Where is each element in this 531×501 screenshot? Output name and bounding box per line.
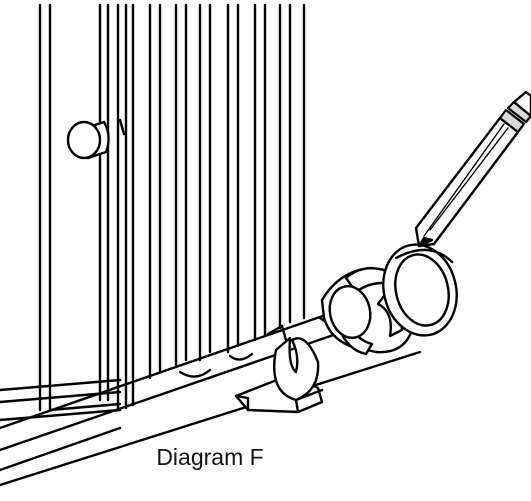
wall-end-cap	[382, 243, 458, 337]
gate-panel	[0, 3, 306, 422]
gate-knob	[66, 118, 126, 160]
pencil-icon	[414, 90, 531, 248]
rod-holder-bracket	[234, 324, 324, 414]
diagram-caption: Diagram F	[156, 444, 264, 470]
